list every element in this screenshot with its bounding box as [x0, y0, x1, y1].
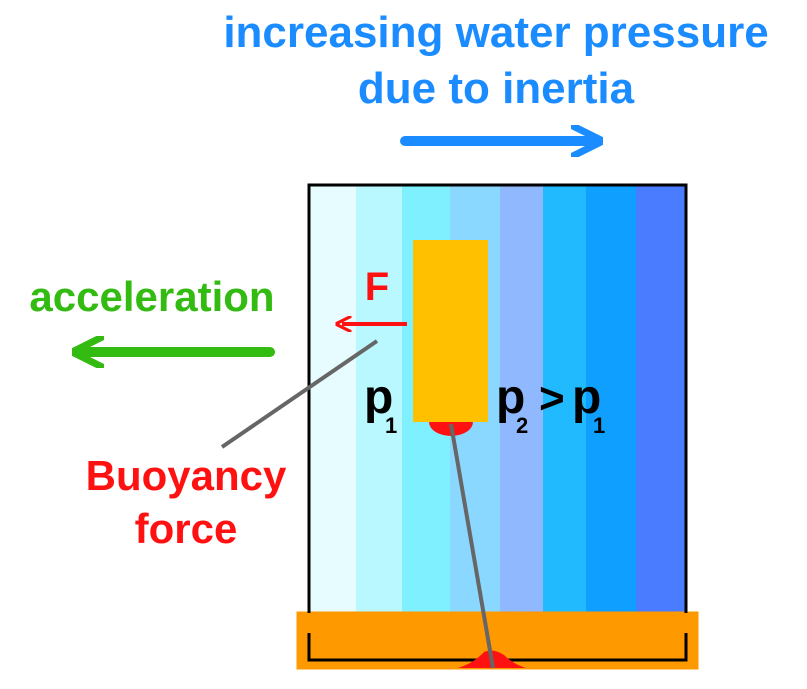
pressure-band-8: [636, 185, 686, 613]
pressure-band-6: [543, 185, 586, 613]
pressure-p1-left-subscript: 1: [385, 413, 397, 438]
pressure-band-1: [309, 185, 356, 613]
pressure-p1-right-subscript: 1: [593, 413, 605, 438]
acceleration-label: acceleration: [29, 273, 274, 320]
force-symbol: F: [365, 265, 389, 309]
buoyancy-label-line-2: force: [135, 505, 238, 552]
pressure-p2: p: [496, 371, 525, 424]
buoyant-object: [413, 240, 488, 422]
pressure-band-7: [586, 185, 636, 613]
buoyancy-pointer-line: [220, 339, 379, 449]
pressure-band-2: [356, 185, 402, 613]
pressure-p2-subscript: 2: [516, 413, 528, 438]
title-line-2: due to inertia: [358, 64, 635, 113]
buoyancy-label-line-1: Buoyancy: [86, 452, 287, 499]
title-line-1: increasing water pressure: [223, 8, 768, 57]
pressure-band-5: [500, 185, 543, 613]
pressure-p1-right: p: [572, 371, 601, 424]
pressure-p1-left: p: [364, 371, 393, 424]
greater-than-sign: >: [539, 374, 565, 423]
tether-string: [449, 423, 495, 669]
